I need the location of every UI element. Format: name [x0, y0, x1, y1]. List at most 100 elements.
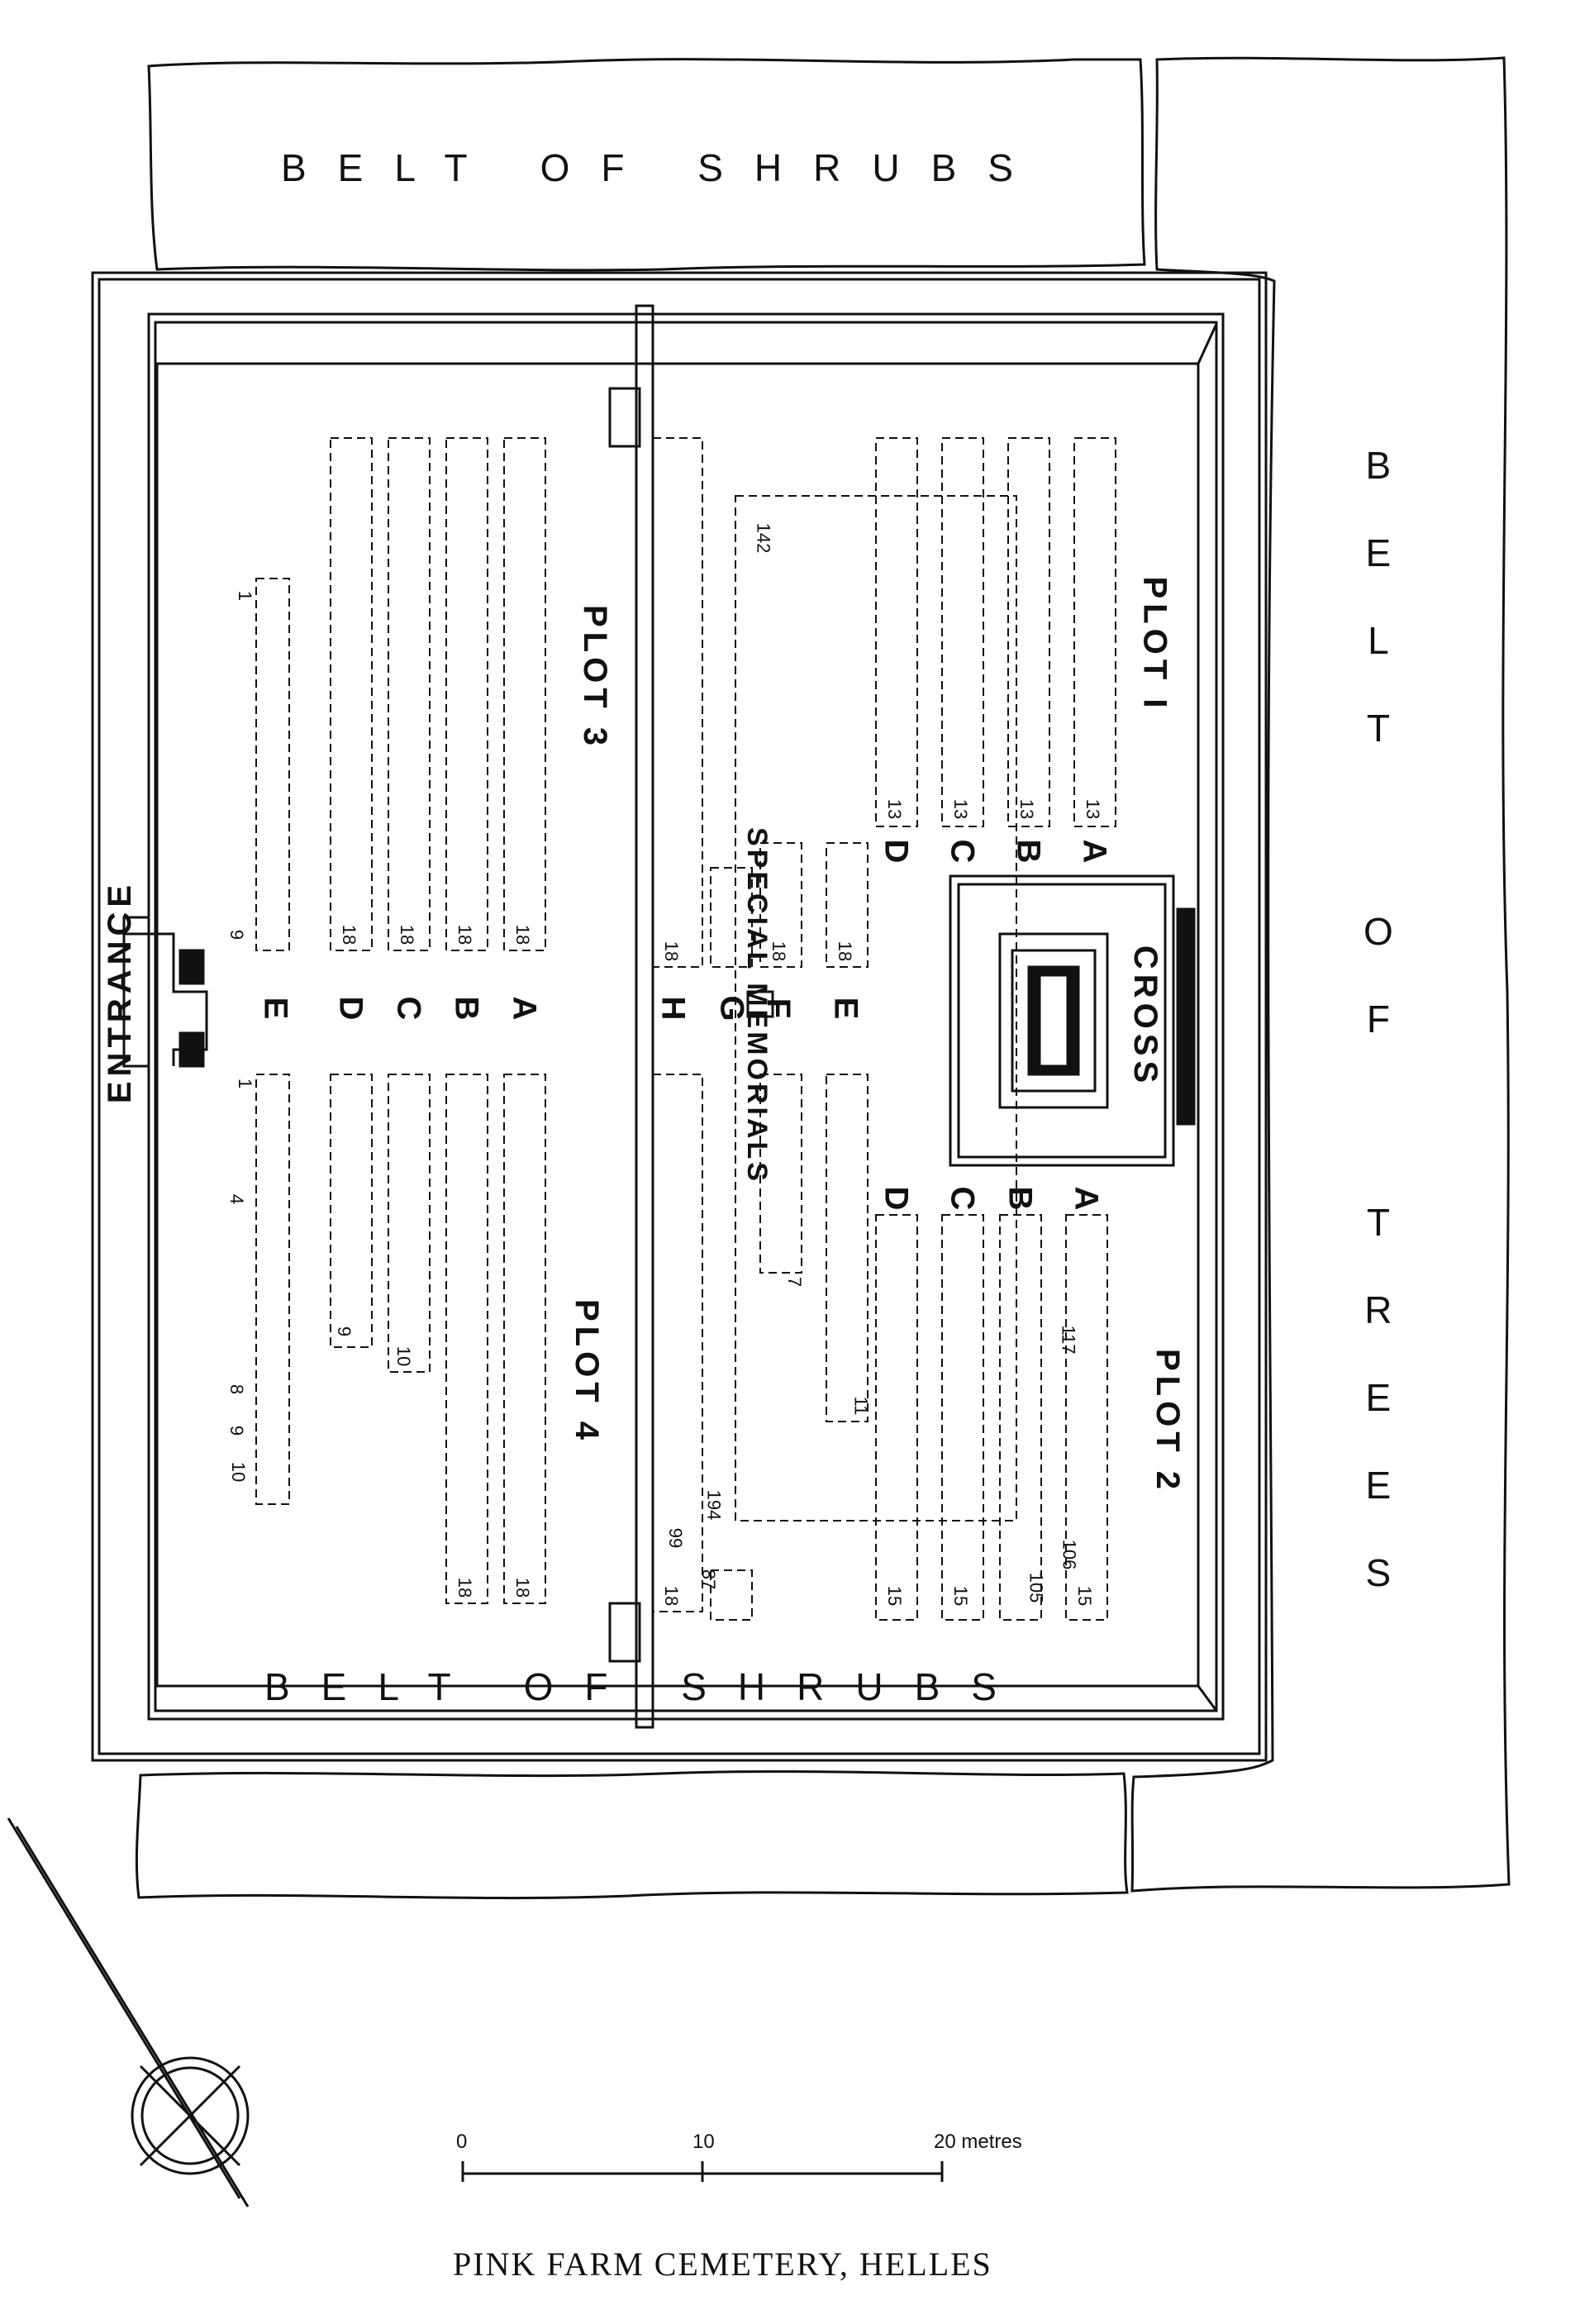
- right-belt-letter: E: [1365, 1376, 1392, 1419]
- plot1-row-b-label: B: [1010, 839, 1047, 864]
- plot4-row-e: [255, 1074, 290, 1505]
- grave-number: 13: [884, 798, 906, 820]
- entrance-gate: [122, 916, 208, 1068]
- plot3-label: PLOT 3: [577, 604, 614, 751]
- grave-number: 18: [835, 941, 856, 962]
- inner-wall: [147, 312, 1225, 1721]
- right-belt-letter: B: [1365, 444, 1392, 487]
- top-belt-label: BELT OF SHRUBS: [281, 146, 1045, 189]
- plot2-label: PLOT 2: [1149, 1348, 1187, 1495]
- bottom-belt-label: BELT OF SHRUBS: [264, 1665, 1028, 1708]
- grave-number: 106: [1059, 1539, 1080, 1570]
- grave-number: 9: [334, 1326, 355, 1337]
- grave-number: 15: [1074, 1585, 1096, 1607]
- steps-bottom: [608, 1602, 641, 1663]
- plot3-row-d: [330, 437, 373, 951]
- grave-number: 9: [226, 1425, 248, 1436]
- plot3-row-a: [503, 437, 546, 951]
- plot3-row-c: [388, 437, 431, 951]
- plot4-row-a: [503, 1074, 546, 1604]
- plot1-row-d-label: D: [878, 839, 915, 864]
- grave-number: 9: [226, 929, 248, 941]
- plot1-row-a-label: A: [1076, 839, 1113, 864]
- scale-zero: 0: [456, 2131, 468, 2153]
- grave-number: 142: [753, 522, 774, 554]
- right-belt-letter: S: [1365, 1551, 1392, 1594]
- grave-number: 15: [950, 1585, 972, 1607]
- plot1-label: PLOT I: [1136, 576, 1173, 713]
- plot34-row-d-label: D: [332, 996, 369, 1021]
- outer-wall: [91, 271, 1268, 1762]
- grave-number: 11: [850, 1396, 872, 1416]
- plot2-row-d-label: D: [878, 1186, 915, 1211]
- plot4-row-c: [388, 1074, 431, 1373]
- plot4-label: PLOT 4: [569, 1298, 606, 1445]
- right-belt-letter: T: [1366, 1201, 1390, 1244]
- special-row-g: [710, 867, 753, 968]
- grave-number: 117: [1058, 1325, 1079, 1355]
- memorial-marker: [746, 990, 774, 1018]
- right-tree-belt: [1130, 56, 1511, 1893]
- grave-number: 18: [454, 924, 476, 945]
- plot4-row-b: [445, 1074, 488, 1604]
- plot2-row-c: [941, 1214, 984, 1621]
- cross-terrace: [949, 874, 1175, 1167]
- grave-number: 18: [769, 941, 790, 962]
- plot1-row-c-label: C: [944, 839, 981, 864]
- plot34-row-c-label: C: [390, 996, 427, 1021]
- cross-label: CROSS: [1127, 945, 1164, 1088]
- grave-number: 10: [393, 1345, 415, 1367]
- plot1-row-b: [1007, 437, 1050, 827]
- right-belt-letter: T: [1366, 707, 1390, 750]
- steps-top: [608, 387, 641, 448]
- cross-base: [998, 932, 1109, 1109]
- map-caption: PINK FARM CEMETERY, HELLES: [453, 2245, 992, 2283]
- right-belt-letter: R: [1364, 1288, 1392, 1331]
- special-row-e-lower: [826, 1074, 869, 1422]
- plot4-row-d: [330, 1074, 373, 1348]
- right-belt-letter: E: [1365, 531, 1392, 574]
- plot2-row-b: [999, 1214, 1042, 1621]
- special-row-g-lower: [710, 1569, 753, 1621]
- plot2-row-a-label: A: [1068, 1186, 1105, 1211]
- right-belt-label: B E L T O F T R E E S: [1363, 446, 1393, 1592]
- grave-number: 1: [235, 1078, 256, 1089]
- plot2-row-c-label: C: [944, 1186, 981, 1211]
- grave-number: 13: [1083, 798, 1104, 820]
- plot2-row-a: [1065, 1214, 1108, 1621]
- plot3-row-b: [445, 437, 488, 951]
- grave-number: 13: [950, 798, 972, 820]
- bottom-shrub-belt: [135, 1769, 1129, 1900]
- special-row-e: [826, 842, 869, 968]
- memorials-frame: [735, 495, 1017, 1522]
- right-belt-letter: E: [1365, 1464, 1392, 1507]
- grave-number: 8: [226, 1383, 248, 1395]
- plot-area-border: [155, 362, 1200, 1688]
- grave-number: 18: [454, 1577, 476, 1598]
- grave-number: 99: [665, 1527, 687, 1549]
- outer-wall-inner: [98, 278, 1261, 1755]
- right-belt-letter: O: [1363, 910, 1393, 953]
- right-belt-letter: L: [1368, 619, 1389, 662]
- special-row-e-label: E: [827, 997, 864, 1020]
- grave-number: 1: [235, 590, 256, 602]
- special-row-h: [652, 437, 703, 968]
- scale-twenty: 20 metres: [934, 2131, 1022, 2153]
- special-row-h-label: H: [654, 996, 692, 1021]
- special-row-f-lower: [759, 1074, 802, 1274]
- grave-number: 18: [661, 1585, 683, 1607]
- grave-number: 10: [228, 1461, 250, 1483]
- scale-ten: 10: [692, 2131, 715, 2153]
- top-shrub-belt: [147, 58, 1146, 272]
- plot1-row-c: [941, 437, 984, 827]
- grave-number: 87: [698, 1569, 720, 1590]
- plot34-row-e-label: E: [257, 997, 294, 1020]
- grave-number: 18: [512, 924, 534, 945]
- grave-number: 15: [884, 1585, 906, 1607]
- grave-number: 18: [661, 941, 683, 962]
- grave-number: 194: [703, 1489, 725, 1521]
- plot34-row-b-label: B: [448, 996, 485, 1021]
- grave-number: 7: [784, 1276, 806, 1288]
- plot2-row-b-label: B: [1002, 1186, 1039, 1211]
